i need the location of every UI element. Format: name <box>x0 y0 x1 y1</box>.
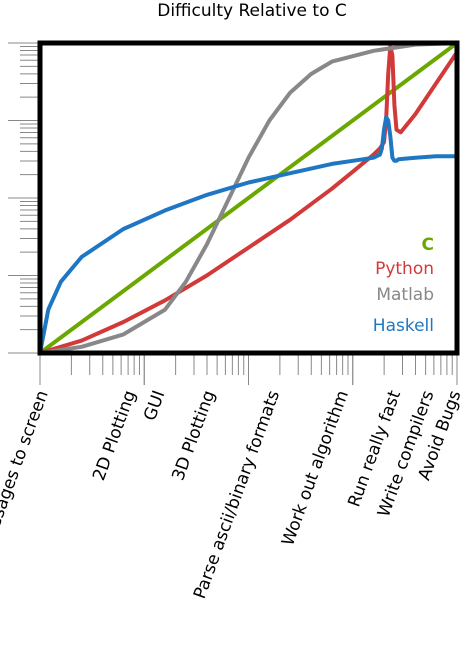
x-tick-label: Print messages to screen <box>0 388 53 596</box>
plot-frame <box>37 40 460 356</box>
legend-entry-c: C <box>422 235 434 255</box>
x-tick-label: 2D Plotting <box>89 388 140 483</box>
legend-entry-matlab: Matlab <box>376 285 434 305</box>
series-line-matlab <box>38 41 459 355</box>
x-tick-label: 3D Plotting <box>168 388 219 483</box>
x-tick-label: Work out algorithm <box>278 388 353 549</box>
x-tick-label: GUI <box>140 388 169 424</box>
y-axis-ticks <box>8 42 40 354</box>
x-tick-labels: Print messages to screen 2D PlottingGUI3D… <box>0 388 460 602</box>
series-line-haskell <box>38 115 459 355</box>
legend-entry-python: Python <box>375 259 434 279</box>
x-axis-ticks <box>39 353 458 385</box>
legend-entry-haskell: Haskell <box>373 316 434 336</box>
series-lines <box>38 41 459 355</box>
chart-title: Difficulty Relative to C <box>157 1 347 21</box>
